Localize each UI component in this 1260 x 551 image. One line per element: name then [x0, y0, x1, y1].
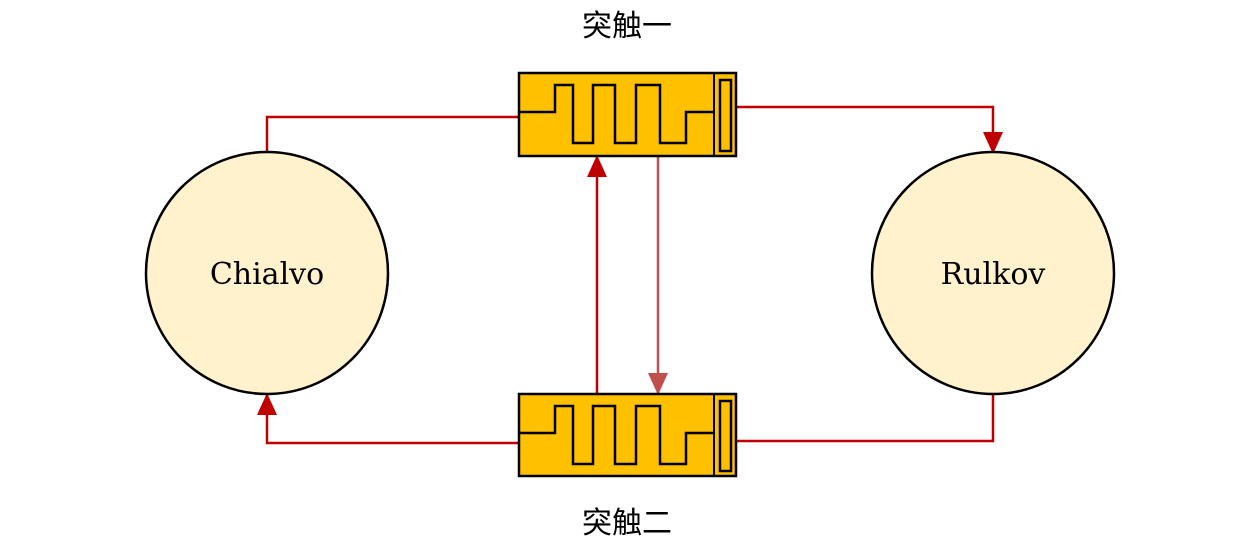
node-rulkov-label: Rulkov — [941, 257, 1046, 292]
edge-rulkov-to-synapse2 — [736, 394, 995, 443]
capacitor-icon — [718, 399, 733, 473]
edge-synapse1-to-chialvo — [265, 115, 519, 153]
capacitor-icon — [718, 78, 733, 153]
node-chialvo-label: Chialvo — [210, 257, 324, 292]
node-chialvo: Chialvo — [144, 150, 390, 396]
edge-synapse2-to-chialvo — [257, 393, 519, 445]
memristor-wave-icon — [519, 404, 714, 466]
edge-synapse1-to-rulkov — [736, 105, 1003, 154]
synapse-1-label: 突触一 — [582, 9, 672, 44]
node-rulkov: Rulkov — [870, 150, 1116, 396]
synapse-1 — [517, 71, 738, 158]
synapse-2-label: 突触二 — [582, 506, 672, 541]
memristor-wave-icon — [519, 83, 714, 145]
synapse-2 — [517, 392, 738, 478]
